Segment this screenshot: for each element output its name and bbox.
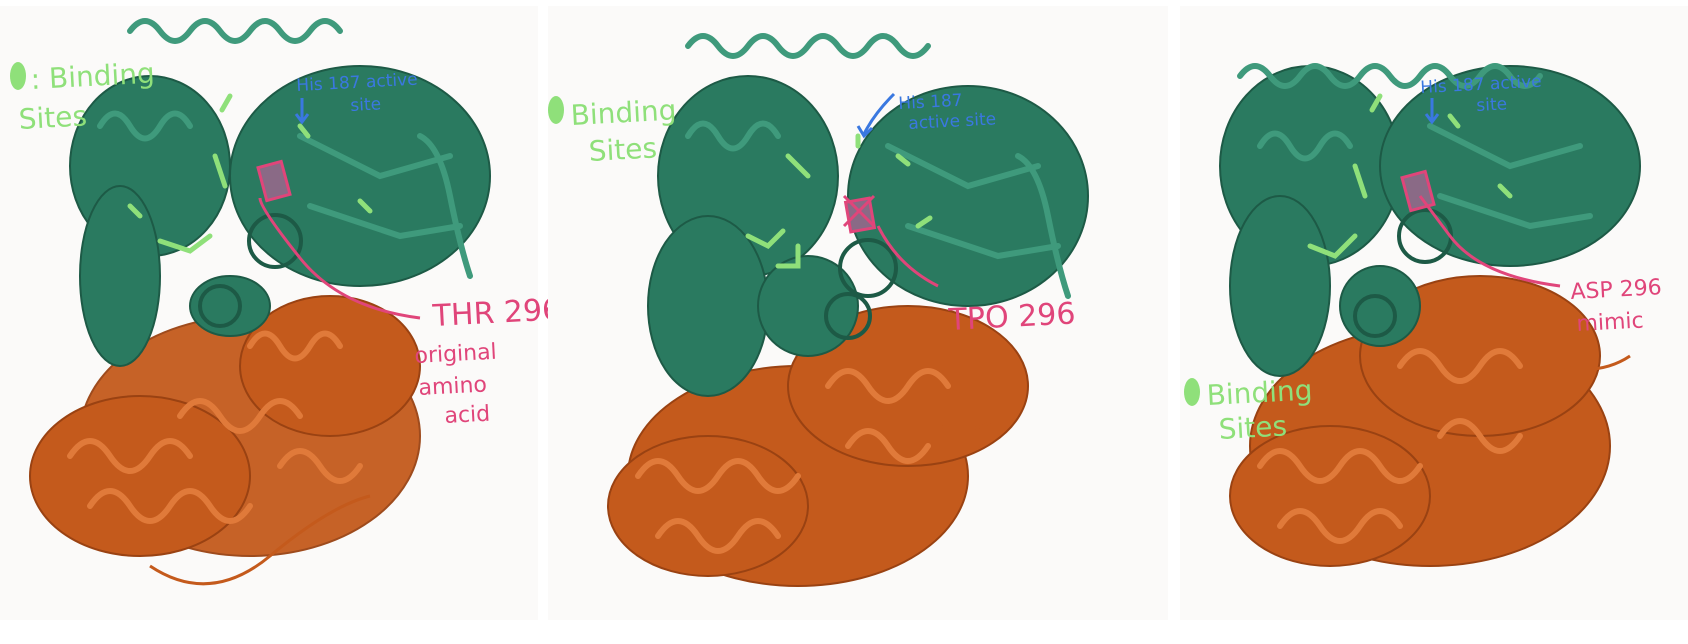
panel-tpo296: Binding Sites His 187 active site TPO 29… <box>548 6 1168 620</box>
residue-note-2: amino <box>417 372 488 401</box>
binding-sites-label: Binding <box>1205 373 1314 412</box>
protein-structure-thr296 <box>29 18 491 586</box>
binding-site-dot <box>1184 378 1200 406</box>
binding-sites-label-line2: Sites <box>17 99 88 136</box>
residue-note-1: mimic <box>1575 308 1645 337</box>
residue-note-3: acid <box>443 401 491 429</box>
panel-asp296: Binding Sites His 187 active site ASP 29… <box>1180 6 1688 620</box>
panel-thr296: : Binding Sites His 187 active site THR … <box>0 6 562 620</box>
protein-structure-asp296 <box>1219 63 1641 567</box>
active-site-label-line2: site <box>349 94 382 116</box>
protein-structure-tpo296 <box>607 33 1089 587</box>
residue-label: ASP 296 <box>1569 275 1663 305</box>
active-site-label-line2: site <box>1475 94 1508 116</box>
binding-sites-label: : Binding <box>29 56 156 96</box>
residue-note-1: original <box>413 339 498 369</box>
binding-site-dot <box>10 62 26 90</box>
binding-site-dot <box>548 96 564 124</box>
active-site-label: His 187 <box>897 90 964 114</box>
active-site-label-line2: active site <box>907 109 997 134</box>
binding-sites-label-line2: Sites <box>587 131 658 168</box>
residue-label: THR 296 <box>431 292 563 334</box>
binding-sites-label-line2: Sites <box>1217 409 1288 446</box>
binding-sites-label: Binding <box>569 93 678 132</box>
residue-label: TPO 296 <box>947 296 1077 338</box>
